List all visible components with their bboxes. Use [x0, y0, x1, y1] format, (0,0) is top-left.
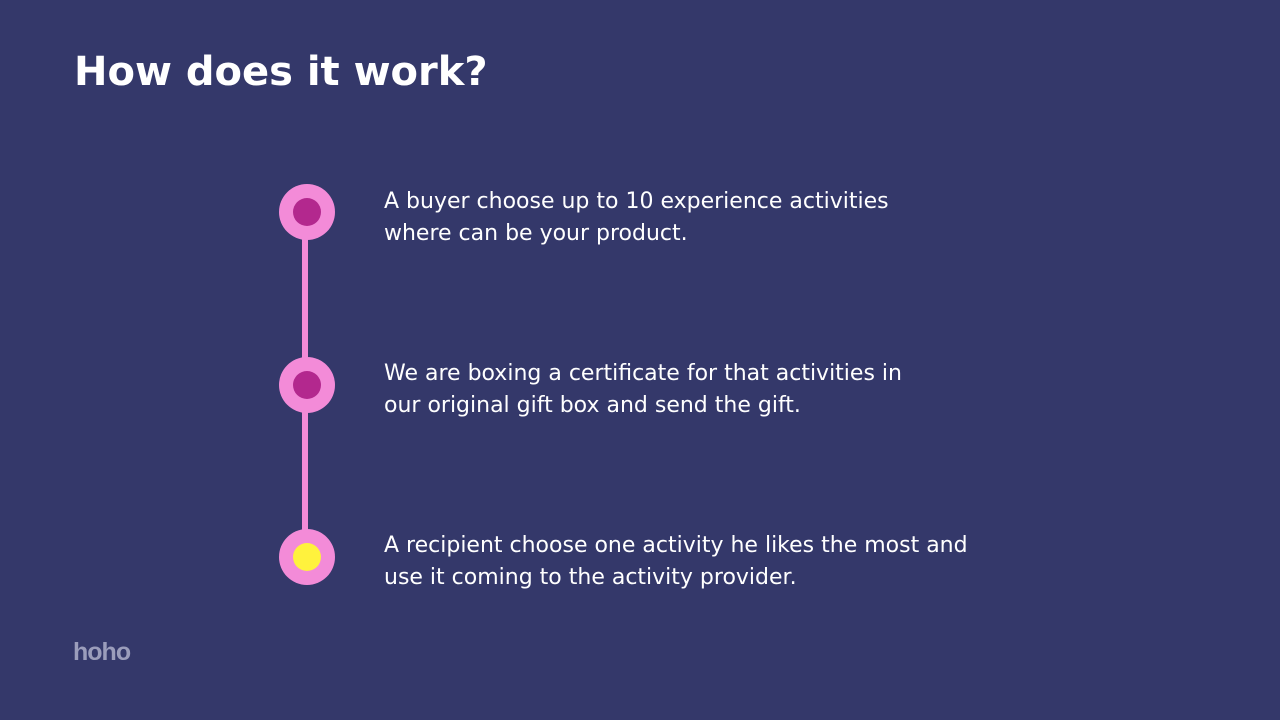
step-2-line-2: our original gift box and send the gift. [384, 393, 801, 418]
step-3-line-1: A recipient choose one activity he likes… [384, 533, 968, 558]
step-1-line-2: where can be your product. [384, 221, 688, 246]
step-3-line-2: use it coming to the activity provider. [384, 565, 797, 590]
step-1-line-1: A buyer choose up to 10 experience activ… [384, 189, 889, 214]
hoho-logo: hoho [73, 638, 131, 666]
step-3-dot [293, 543, 321, 571]
step-2-dot [293, 371, 321, 399]
step-2-text: We are boxing a certificate for that act… [384, 358, 1024, 422]
step-2-line-1: We are boxing a certificate for that act… [384, 361, 902, 386]
step-3-marker [279, 529, 335, 585]
slide-title: How does it work? [74, 49, 488, 95]
step-1-marker [279, 184, 335, 240]
step-2-marker [279, 357, 335, 413]
step-3-text: A recipient choose one activity he likes… [384, 530, 1024, 594]
step-1-text: A buyer choose up to 10 experience activ… [384, 186, 1024, 250]
step-1-dot [293, 198, 321, 226]
